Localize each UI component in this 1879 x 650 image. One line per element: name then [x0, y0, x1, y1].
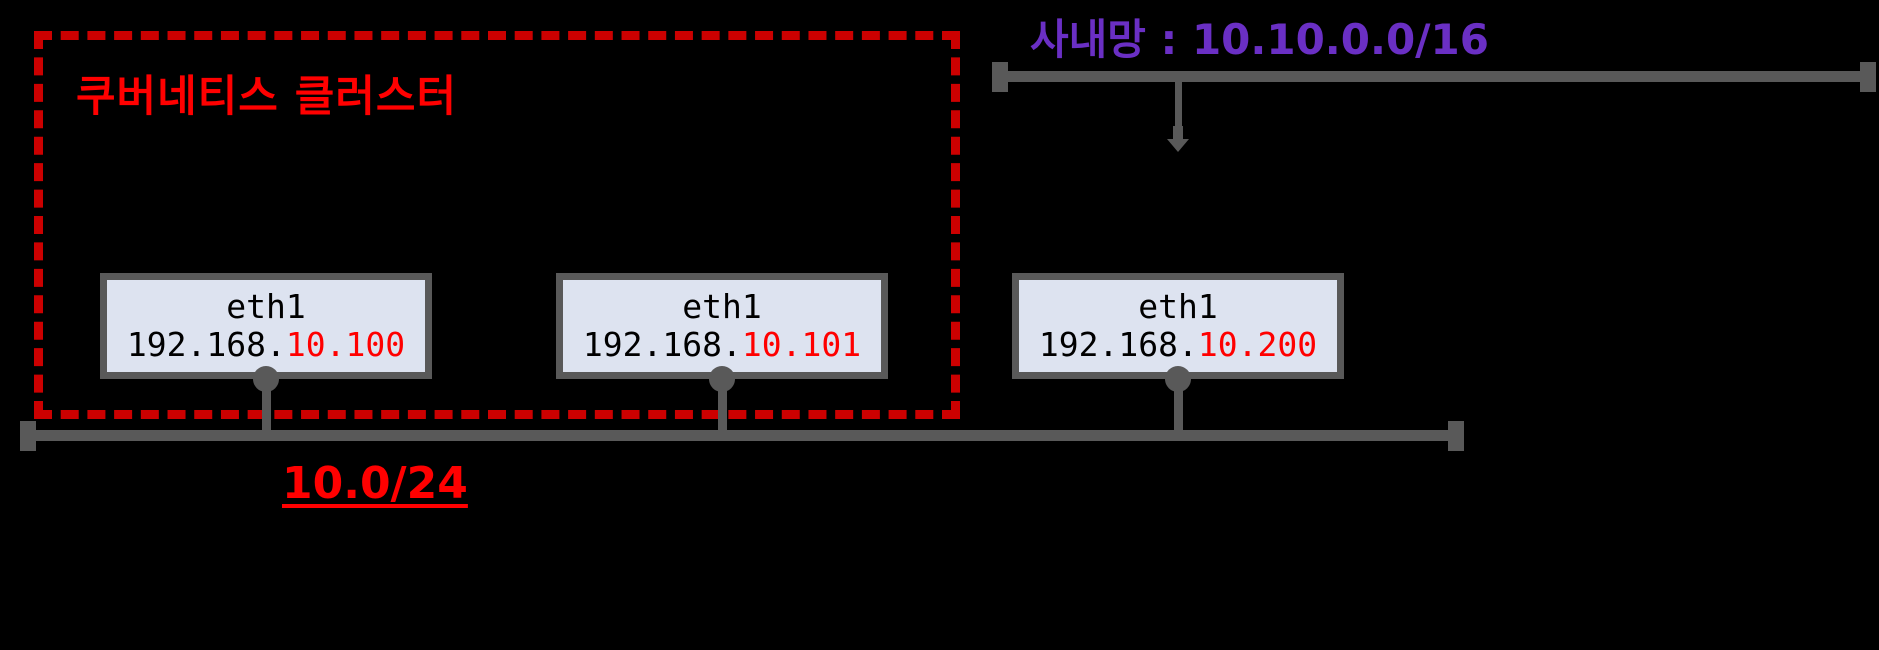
node-3-ip-host: 10.200	[1197, 325, 1318, 364]
node-3-drop-line	[1174, 379, 1183, 435]
node-1-drop-line	[262, 379, 271, 435]
corporate-bus-left-cap	[992, 62, 1008, 92]
node-2-interface-label: eth1	[682, 287, 762, 327]
node-box-2[interactable]: eth1 192.168.10.101	[556, 273, 888, 379]
node-1-ip-host: 10.100	[285, 325, 406, 364]
subnet-bus-left-cap	[20, 421, 36, 451]
node-3-ip-prefix: 192.168.	[1038, 325, 1198, 364]
subnet-label: 10.0/24	[282, 458, 468, 509]
node-2-ip-host: 10.101	[741, 325, 862, 364]
kubernetes-cluster-boundary	[34, 31, 960, 419]
corporate-network-bus	[1000, 71, 1872, 82]
node-1-ip-prefix: 192.168.	[126, 325, 286, 364]
corporate-network-label: 사내망 : 10.10.0.0/16	[1030, 15, 1489, 64]
node-3-interface-label: eth1	[1138, 287, 1218, 327]
subnet-bus-right-cap	[1448, 421, 1464, 451]
node-1-ip-address: 192.168.10.100	[127, 326, 405, 364]
corporate-bus-drop-line	[1175, 76, 1182, 132]
node-2-ip-address: 192.168.10.101	[583, 326, 861, 364]
node-box-3[interactable]: eth1 192.168.10.200	[1012, 273, 1344, 379]
node-1-interface-label: eth1	[226, 287, 306, 327]
kubernetes-cluster-title: 쿠버네티스 클러스터	[76, 72, 458, 122]
subnet-bus	[28, 430, 1456, 441]
node-2-drop-line	[718, 379, 727, 435]
node-3-ip-address: 192.168.10.200	[1039, 326, 1317, 364]
router-arrow-icon	[1164, 126, 1192, 152]
corporate-bus-right-cap	[1860, 62, 1876, 92]
node-2-ip-prefix: 192.168.	[582, 325, 742, 364]
node-box-1[interactable]: eth1 192.168.10.100	[100, 273, 432, 379]
